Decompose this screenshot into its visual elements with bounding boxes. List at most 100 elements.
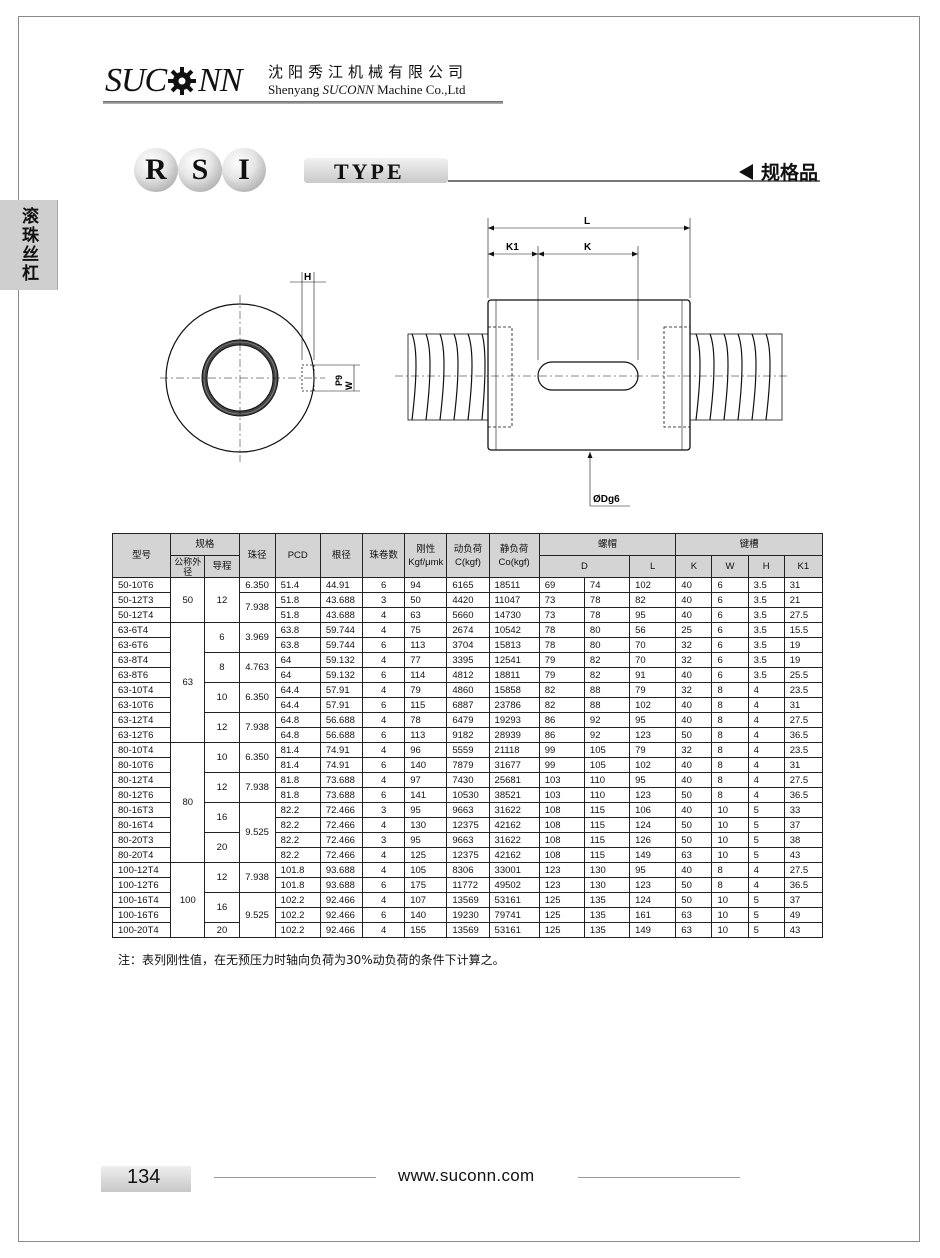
cell-key-k: 40 — [675, 772, 713, 788]
cell-static-load: 18811 — [488, 667, 540, 683]
cell-root-dia: 59.132 — [319, 667, 364, 683]
cell-dyn-load: 19230 — [446, 907, 490, 923]
cell-model: 63-6T4 — [111, 622, 172, 638]
cell-nut-l: 123 — [629, 727, 677, 743]
cell-pcd: 102.2 — [274, 907, 321, 923]
cell-pcd: 81.4 — [274, 757, 321, 773]
cell-circuits: 6 — [362, 637, 406, 653]
header-key-h: H — [747, 555, 785, 578]
cell-nut-d1: 108 — [538, 847, 585, 863]
cell-model: 80-10T4 — [111, 742, 172, 758]
cell-rigidity: 50 — [404, 592, 448, 608]
cell-model: 80-20T4 — [111, 847, 172, 863]
cell-key-w: 10 — [711, 922, 749, 938]
cell-nut-l: 70 — [629, 637, 677, 653]
cell-nut-d1: 125 — [538, 907, 585, 923]
cell-key-k1: 43 — [783, 847, 824, 863]
cell-static-load: 49502 — [488, 877, 540, 893]
header-divider — [103, 101, 503, 104]
header-nut: 螺帽 — [538, 533, 677, 556]
company-name: 沈阳秀江机械有限公司 Shenyang SUCONN Machine Co.,L… — [268, 64, 468, 98]
cell-root-dia: 74.91 — [319, 742, 364, 758]
cell-nut-d1: 69 — [538, 577, 585, 593]
cell-circuits: 4 — [362, 622, 406, 638]
cell-key-k1: 27.5 — [783, 712, 824, 728]
cell-model: 63-8T6 — [111, 667, 172, 683]
type-underline — [448, 180, 820, 182]
cell-key-k1: 37 — [783, 892, 824, 908]
cell-dyn-load: 2674 — [446, 622, 490, 638]
cell-nut-d2: 92 — [583, 727, 631, 743]
cell-nut-l: 123 — [629, 787, 677, 803]
cell-key-h: 4 — [747, 712, 785, 728]
cell-rigidity: 75 — [404, 622, 448, 638]
cell-key-w: 8 — [711, 772, 749, 788]
cell-circuits: 4 — [362, 607, 406, 623]
cell-rigidity: 130 — [404, 817, 448, 833]
cell-key-w: 10 — [711, 907, 749, 923]
cell-rigidity: 175 — [404, 877, 448, 893]
cell-nut-d1: 82 — [538, 682, 585, 698]
cell-key-k1: 36.5 — [783, 727, 824, 743]
cell-nut-l: 95 — [629, 712, 677, 728]
cell-dyn-load: 6887 — [446, 697, 490, 713]
cell-key-k: 40 — [675, 667, 713, 683]
cell-key-w: 8 — [711, 727, 749, 743]
cell-static-load: 18511 — [488, 577, 540, 593]
cell-key-h: 5 — [747, 847, 785, 863]
page-number-box — [101, 1166, 191, 1192]
cell-key-h: 3.5 — [747, 652, 785, 668]
cell-circuits: 4 — [362, 817, 406, 833]
cell-key-k1: 23.5 — [783, 682, 824, 698]
cell-key-w: 10 — [711, 802, 749, 818]
cell-dyn-load: 9182 — [446, 727, 490, 743]
category-label: 规格品 — [738, 158, 818, 185]
cell-lead: 12 — [204, 772, 240, 803]
cell-key-k1: 31 — [783, 577, 824, 593]
cell-pcd: 64 — [274, 667, 321, 683]
cell-key-k: 40 — [675, 712, 713, 728]
type-header-bar: TYPE 规格品 — [304, 158, 820, 185]
cell-model: 100-16T4 — [111, 892, 172, 908]
cell-root-dia: 72.466 — [319, 802, 364, 818]
cell-lead: 16 — [204, 892, 240, 923]
cell-root-dia: 72.466 — [319, 817, 364, 833]
side-tab-label: 滚珠丝杠 — [18, 207, 38, 283]
page-frame — [18, 16, 920, 1242]
cell-key-h: 5 — [747, 802, 785, 818]
cell-key-w: 8 — [711, 877, 749, 893]
cell-static-load: 38521 — [488, 787, 540, 803]
header-dyn-load-unit: C(kgf) — [455, 556, 481, 568]
cell-static-load: 23786 — [488, 697, 540, 713]
dim-label-l: L — [584, 216, 590, 227]
cell-nut-l: 95 — [629, 862, 677, 878]
cell-nominal-dia: 63 — [170, 622, 206, 743]
cell-circuits: 4 — [362, 922, 406, 938]
cell-key-h: 5 — [747, 922, 785, 938]
cell-nut-l: 102 — [629, 757, 677, 773]
header-static-load-label: 静负荷 — [499, 543, 529, 555]
cell-nut-d2: 115 — [583, 847, 631, 863]
dim-label-k: K — [584, 242, 592, 253]
cell-pcd: 101.8 — [274, 877, 321, 893]
cell-key-k: 63 — [675, 922, 713, 938]
cell-model: 80-16T3 — [111, 802, 172, 818]
header-key: 键槽 — [675, 533, 823, 556]
cell-nut-l: 70 — [629, 652, 677, 668]
header-ball-dia: 珠径 — [238, 533, 276, 578]
cell-root-dia: 92.466 — [319, 907, 364, 923]
dim-label-k1: K1 — [506, 242, 519, 253]
cell-nut-l: 124 — [629, 817, 677, 833]
cell-nut-d1: 73 — [538, 607, 585, 623]
cell-pcd: 64.4 — [274, 697, 321, 713]
cell-rigidity: 105 — [404, 862, 448, 878]
cell-model: 80-12T4 — [111, 772, 172, 788]
cell-nut-d2: 115 — [583, 802, 631, 818]
cell-nut-d2: 135 — [583, 922, 631, 938]
cell-nut-d1: 86 — [538, 712, 585, 728]
cell-pcd: 81.8 — [274, 787, 321, 803]
